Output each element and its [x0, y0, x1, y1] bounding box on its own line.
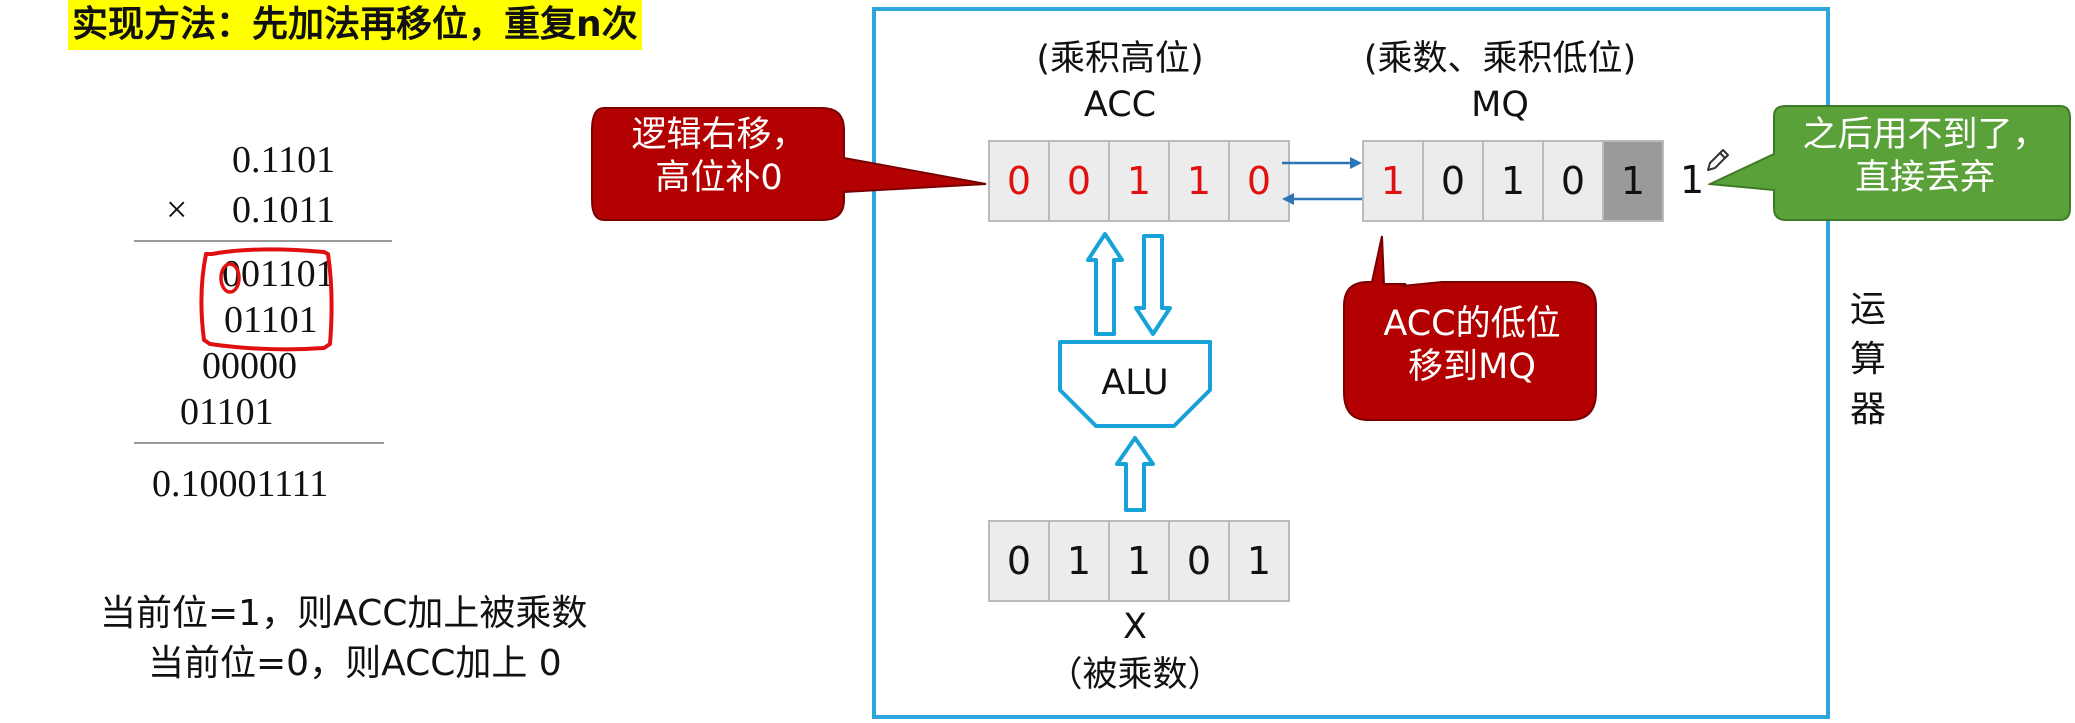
- mq-bit: 0: [1542, 140, 1604, 222]
- shift-callout-bubble: [591, 107, 987, 221]
- shift-callout-line: 逻辑右移，: [631, 115, 807, 155]
- alu-label: ALU: [1101, 363, 1169, 403]
- acc-register: 0 0 1 1 0: [988, 140, 1290, 222]
- x-caption: （被乘数）: [1047, 655, 1223, 695]
- mq-name: MQ: [1471, 85, 1529, 125]
- x-alu-arrow: [1115, 436, 1155, 512]
- shift-callout-line: 高位补0: [655, 158, 783, 198]
- acc-bit: 1: [1108, 140, 1170, 222]
- x-bit: 1: [1108, 520, 1170, 602]
- multiplier: 0.1011: [232, 189, 336, 231]
- shift-callout-text: 逻辑右移， 高位补0: [594, 114, 844, 200]
- discard-callout-line: 直接丢弃: [1854, 158, 1995, 198]
- discard-callout-text: 之后用不到了， 直接丢弃: [1780, 114, 2070, 200]
- x-bit: 1: [1228, 520, 1290, 602]
- partial-product-2: 01101: [224, 299, 318, 341]
- sum-divider-top: [134, 240, 392, 242]
- acc-bit: 0: [1048, 140, 1110, 222]
- dropped-bit: 1: [1680, 158, 1705, 202]
- partial-product-4: 01101: [180, 391, 274, 433]
- alu-block: [1058, 340, 1212, 428]
- mq-bit: 1: [1482, 140, 1544, 222]
- unit-label-char: 器: [1849, 389, 1886, 430]
- acc-bit: 0: [988, 140, 1050, 222]
- pencil-icon: [1707, 149, 1729, 171]
- x-name: X: [1123, 607, 1147, 647]
- low-bit-callout-text: ACC的低位 移到MQ: [1346, 303, 1598, 389]
- acc-mq-transfer-arrows: [1282, 157, 1362, 205]
- low-bit-callout-line: ACC的低位: [1383, 304, 1561, 344]
- sum-divider-bottom: [134, 442, 384, 444]
- method-title: 实现方法：先加法再移位，重复n次: [68, 0, 642, 50]
- discard-callout-bubble: [1708, 105, 2071, 221]
- mq-bit: 1: [1602, 140, 1664, 222]
- low-bit-callout-line: 移到MQ: [1408, 347, 1536, 387]
- multiplicand: 0.1101: [232, 139, 336, 181]
- rule-bit-one: 当前位=1，则ACC加上被乘数: [100, 593, 588, 634]
- partial-product-3: 00000: [202, 345, 297, 387]
- rule-bit-zero: 当前位=0，则ACC加上 0: [148, 643, 562, 684]
- mq-bit: 1: [1362, 140, 1424, 222]
- arithmetic-unit-frame: [872, 7, 1830, 719]
- multiply-sign: ×: [166, 189, 188, 231]
- mq-caption: (乘数、乘积低位): [1363, 39, 1637, 79]
- arithmetic-unit-label: 运 算 器: [1846, 285, 1890, 435]
- x-bit: 1: [1048, 520, 1110, 602]
- acc-bit: 0: [1228, 140, 1290, 222]
- red-highlight-annotation: [199, 247, 334, 352]
- unit-label-char: 运: [1849, 289, 1886, 330]
- x-register: 0 1 1 0 1: [988, 520, 1290, 602]
- mq-register: 1 0 1 0 1: [1362, 140, 1664, 222]
- acc-bit: 1: [1168, 140, 1230, 222]
- partial-product-1-rest: 01101: [241, 253, 335, 295]
- acc-caption: (乘积高位): [1036, 39, 1204, 79]
- unit-label-char: 算: [1849, 339, 1886, 380]
- acc-alu-arrows: [1086, 232, 1172, 336]
- x-bit: 0: [1168, 520, 1230, 602]
- x-bit: 0: [988, 520, 1050, 602]
- product-result: 0.10001111: [152, 463, 329, 505]
- partial-product-1: 001101: [222, 252, 335, 296]
- mq-bit: 0: [1422, 140, 1484, 222]
- acc-name: ACC: [1083, 85, 1157, 125]
- low-bit-callout-bubble: [1343, 235, 1597, 421]
- discard-callout-line: 之后用不到了，: [1802, 115, 2048, 155]
